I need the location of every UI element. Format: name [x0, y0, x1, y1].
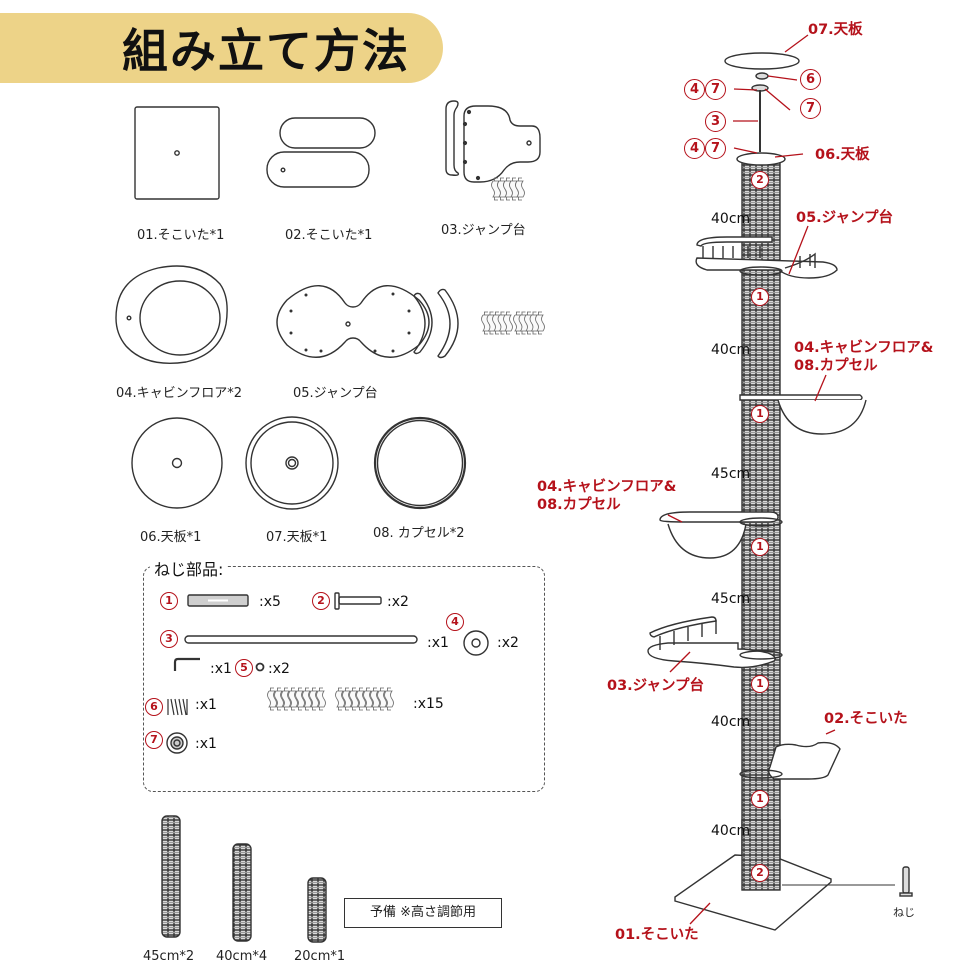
label-screw: ねじ: [893, 906, 915, 919]
part-07-illustration: [245, 416, 339, 510]
label-jump-03: 03.ジャンプ台: [607, 678, 705, 694]
pole-20cm-illustration: [307, 877, 327, 943]
pole-40cm-label: 40cm*4: [216, 949, 268, 964]
base-screw: [782, 866, 913, 897]
pole-40cm-illustration: [232, 843, 252, 942]
assembly-pole: [741, 161, 781, 893]
wrench-qty: :x1: [210, 661, 232, 677]
title-banner: [0, 13, 443, 83]
label-cabin-lower-line2: 08.カプセル: [537, 497, 621, 513]
screw-3-illustration: [184, 635, 418, 644]
label-cabin-upper-line1: 04.キャビンフロア&: [794, 340, 934, 356]
screw-5-qty: :x2: [268, 661, 290, 677]
screw-6-qty: :x1: [195, 697, 217, 713]
jump-platform-05: [695, 236, 838, 279]
callout-3: 3: [705, 111, 726, 132]
part-04-label: 04.キャビンフロア*2: [116, 386, 243, 401]
part-04-illustration: [115, 265, 228, 364]
label-top-board-06: 06.天板: [815, 147, 870, 163]
part-02-illustration: [266, 117, 376, 188]
part-05-illustration: [276, 285, 459, 359]
jump-platform-03: [647, 616, 776, 669]
callout-4-lower: 4: [684, 138, 705, 159]
cabin-floor-lower: [659, 511, 779, 559]
top-board-06: [736, 152, 786, 166]
part-02-label: 02.そこいた*1: [285, 228, 373, 243]
pole-marker: 2: [751, 864, 769, 882]
segment-length: 40cm: [711, 823, 751, 839]
part-06-label: 06.天板*1: [140, 530, 202, 545]
screw-3-qty: :x1: [427, 635, 449, 651]
screw-5-illustration: [255, 662, 265, 672]
pole-marker: 2: [751, 171, 769, 189]
screw-1-number: 1: [160, 592, 178, 610]
part-03-label: 03.ジャンプ台: [441, 223, 526, 238]
part-03-rails: [490, 177, 526, 201]
screw-7-number: 7: [145, 731, 163, 749]
screw-parts-box: [143, 566, 545, 792]
callout-7-lower: 7: [705, 138, 726, 159]
part-05-label: 05.ジャンプ台: [293, 386, 378, 401]
label-jump-05: 05.ジャンプ台: [796, 210, 894, 226]
segment-length: 40cm: [711, 211, 751, 227]
part-08-label: 08. カプセル*2: [373, 526, 465, 541]
base-board-01: [674, 854, 832, 931]
pole-marker: 1: [751, 405, 769, 423]
segment-length: 40cm: [711, 342, 751, 358]
screw-1-illustration: [187, 594, 249, 607]
label-cabin-upper-line2: 08.カプセル: [794, 358, 878, 374]
screw-2-illustration: [334, 592, 382, 610]
screw-7-illustration: [166, 732, 188, 754]
label-cabin-lower-line1: 04.キャビンフロア&: [537, 479, 677, 495]
screw-2-qty: :x2: [387, 594, 409, 610]
screw-6-number: 6: [145, 698, 163, 716]
screw-3-number: 3: [160, 630, 178, 648]
label-base-02: 02.そこいた: [824, 711, 908, 727]
segment-length: 45cm: [711, 466, 751, 482]
screw-2-number: 2: [312, 592, 330, 610]
screw-7-qty: :x1: [195, 736, 217, 752]
segment-length: 45cm: [711, 591, 751, 607]
callout-6: 6: [800, 69, 821, 90]
leader-lines: [667, 34, 836, 925]
screw-4-qty: :x2: [497, 635, 519, 651]
part-06-illustration: [131, 417, 223, 509]
wrench-illustration: [173, 657, 200, 671]
screw-5-number: 5: [235, 659, 253, 677]
part-08-illustration: [373, 416, 467, 510]
part-05-rails: [480, 311, 546, 335]
part-07-label: 07.天板*1: [266, 530, 328, 545]
small-board-02: [767, 741, 841, 780]
pole-marker: 1: [751, 790, 769, 808]
callout-7: 7: [800, 98, 821, 119]
pole-45cm-label: 45cm*2: [143, 949, 195, 964]
cabin-floor-upper: [739, 394, 867, 435]
pole-20cm-label: 20cm*1: [294, 949, 346, 964]
rails-qty: :x15: [413, 696, 444, 712]
pole-marker: 1: [751, 288, 769, 306]
screw-4-illustration: [463, 630, 489, 656]
spare-note: 予備 ※高さ調節用: [344, 898, 502, 928]
part-01-illustration: [134, 106, 220, 200]
segment-length: 40cm: [711, 714, 751, 730]
callout-7-upper: 7: [705, 79, 726, 100]
pole-marker: 1: [751, 538, 769, 556]
page-title: 組み立て方法: [122, 24, 410, 78]
part-01-label: 01.そこいた*1: [137, 228, 225, 243]
callout-4-upper: 4: [684, 79, 705, 100]
label-top-board-07: 07.天板: [808, 22, 863, 38]
label-base-01: 01.そこいた: [615, 927, 699, 943]
screw-1-qty: :x5: [259, 594, 281, 610]
pole-rings: [739, 266, 783, 779]
part-03-illustration: [445, 100, 541, 183]
screw-6-illustration: [167, 698, 188, 716]
screw-parts-title: ねじ部品:: [150, 556, 228, 580]
screw-4-number: 4: [446, 613, 464, 631]
pole-45cm-illustration: [161, 815, 181, 938]
top-hardware: [751, 72, 769, 152]
top-board-07: [724, 52, 800, 70]
pole-marker: 1: [751, 675, 769, 693]
